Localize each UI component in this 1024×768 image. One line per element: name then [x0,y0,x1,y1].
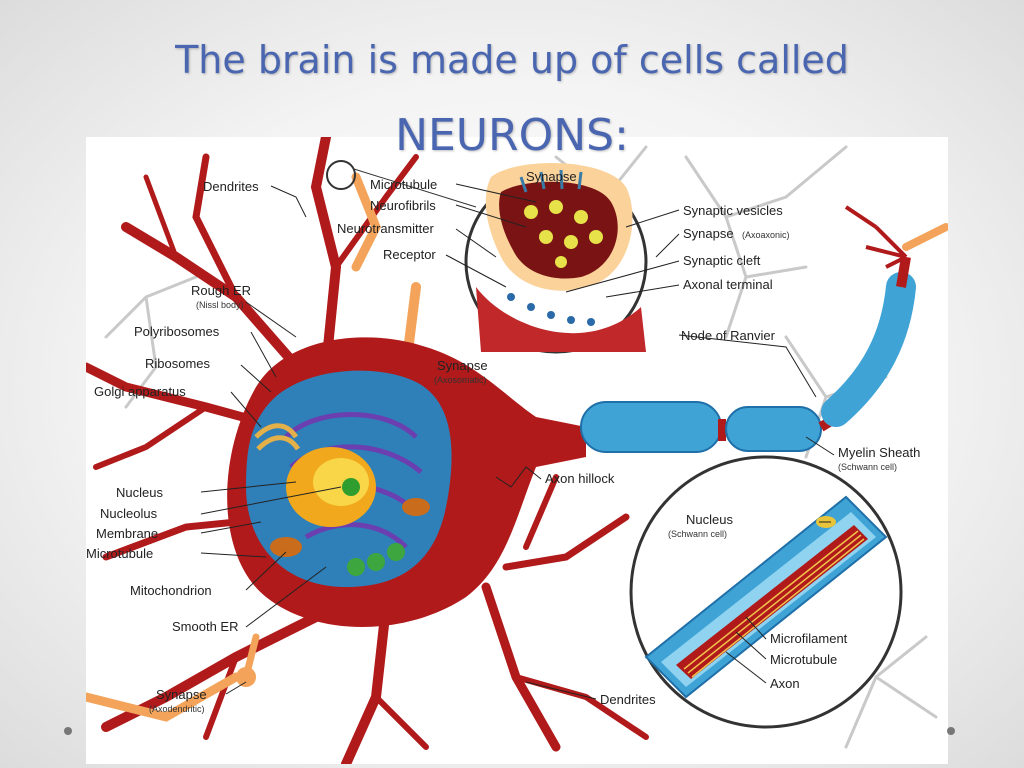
smooth-er-shape [347,543,405,576]
nucleolus-shape [342,478,360,496]
mitochondrion-shape [270,537,302,557]
label-dendrites-bottom: Dendrites [600,692,656,707]
diagram-labels: Dendrites Rough ER (Nissl body) Polyribo… [86,169,920,714]
label-schwann-cell: (Schwann cell) [838,462,897,472]
label-axoaxonic: (Axoaxonic) [742,230,790,240]
label-microtubule-axon: Microtubule [770,652,837,667]
label-synapse-inset: Synapse [526,169,577,184]
label-nucleolus: Nucleolus [100,506,158,521]
synapse-axodendritic-bulb [236,667,256,687]
label-synapse-axodendritic: Synapse [156,687,207,702]
label-microtubule-left: Microtubule [86,546,153,561]
node-of-ranvier-1 [718,419,726,441]
label-axonal-terminal: Axonal terminal [683,277,773,292]
axonal-terminal-branches [844,205,908,269]
label-node-of-ranvier: Node of Ranvier [681,328,776,343]
synapse-inset [464,163,648,354]
label-axon-hillock: Axon hillock [545,471,615,486]
inset-zoom-line [353,168,477,208]
label-microtubule-top: Microtubule [370,177,437,192]
label-neurofibrils: Neurofibrils [370,198,436,213]
label-nissl-body: (Nissl body) [196,300,244,310]
label-ribosomes: Ribosomes [145,356,211,371]
axon-inset [629,455,903,729]
slide-corner-dot-right [947,727,955,735]
inset-zoom-marker [326,160,356,190]
label-membrane: Membrane [96,526,158,541]
mitochondrion-shape-2 [402,498,430,516]
label-neurotransmitter: Neurotransmitter [337,221,434,236]
label-axosomatic: (Axosomatic) [434,375,487,385]
nucleus-inner [313,458,369,506]
label-golgi-apparatus: Golgi apparatus [94,384,186,399]
rough-er-shape [284,412,423,549]
label-rough-er: Rough ER [191,283,251,298]
label-synapse-axosomatic: Synapse [437,358,488,373]
slide-title: The brain is made up of cells called [175,38,849,82]
label-nucleus-schwann: Nucleus [686,512,733,527]
label-polyribosomes: Polyribosomes [134,324,220,339]
label-myelin-sheath: Myelin Sheath [838,445,920,460]
axon [580,256,916,453]
label-nucleus: Nucleus [116,485,163,500]
neuron-diagram: Dendrites Rough ER (Nissl body) Polyribo… [86,137,948,764]
label-smooth-er: Smooth ER [172,619,238,634]
label-dendrites-top: Dendrites [203,179,259,194]
leader-lines [200,183,835,700]
label-axon: Axon [770,676,800,691]
golgi-shape [254,423,301,451]
slide-subtitle: NEURONS: [395,110,629,161]
axon-end [896,256,911,288]
label-axodendritic: (Axodendritic) [149,704,205,714]
myelin-segment [725,406,822,452]
label-synaptic-cleft: Synaptic cleft [683,253,761,268]
label-synapse-axoaxonic: Synapse [683,226,734,241]
myelin-segment [821,272,916,427]
label-receptor: Receptor [383,247,436,262]
label-microfilament: Microfilament [770,631,848,646]
label-schwann-cell-2: (Schwann cell) [668,529,727,539]
label-synaptic-vesicles: Synaptic vesicles [683,203,783,218]
slide-corner-dot-left [64,727,72,735]
label-mitochondrion: Mitochondrion [130,583,212,598]
myelin-segment [580,401,722,453]
